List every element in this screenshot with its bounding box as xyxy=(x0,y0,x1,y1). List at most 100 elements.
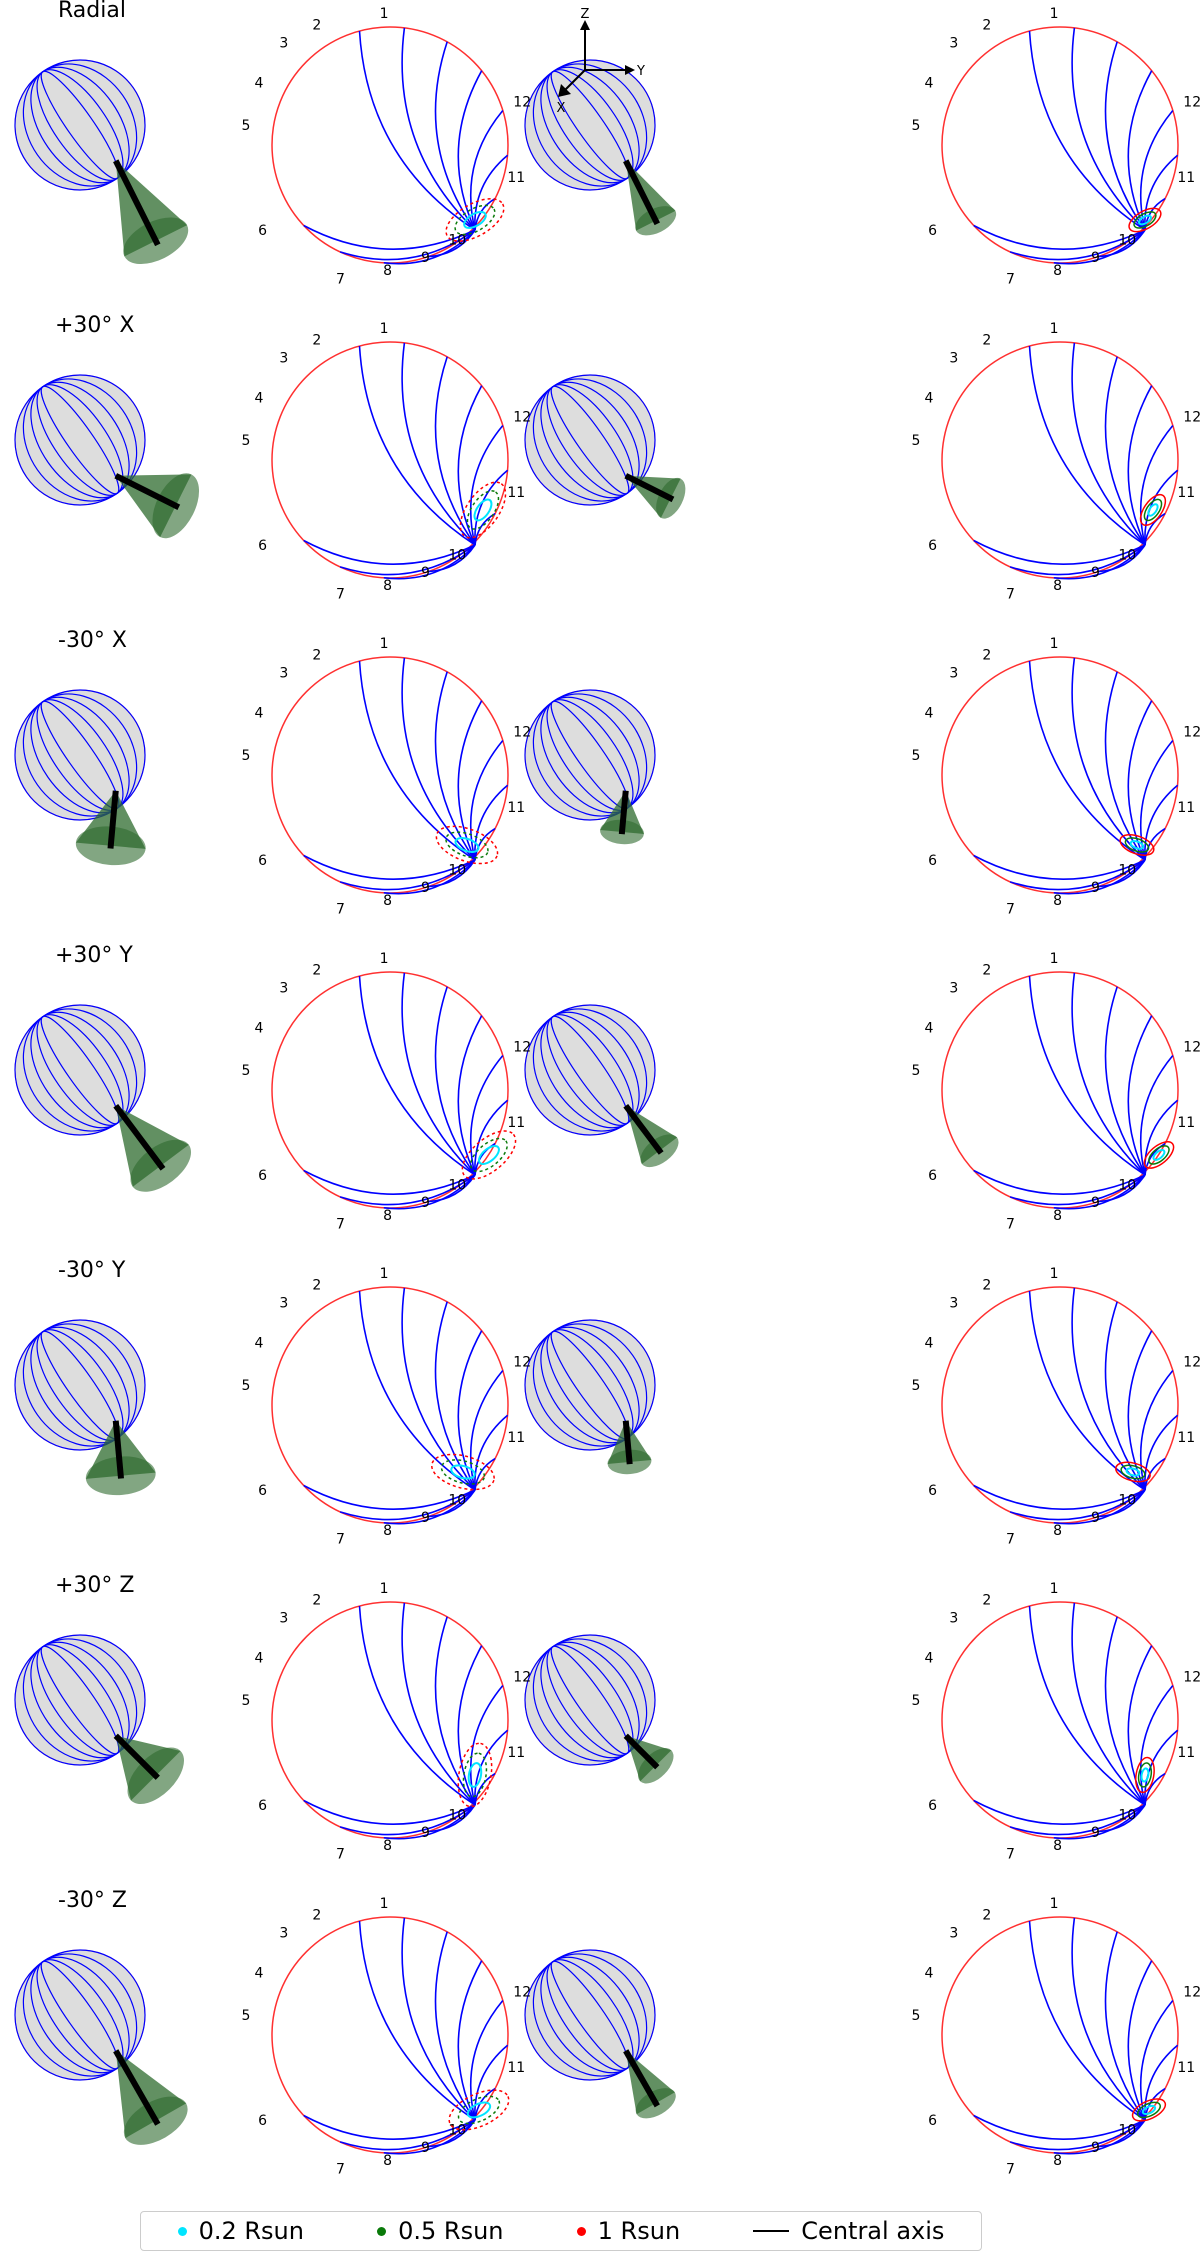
meridian-line xyxy=(1104,1616,1146,1806)
footprint-0.5rsun xyxy=(1136,2101,1161,2119)
footprint-0.5rsun xyxy=(440,1459,486,1485)
meridian-number: 10 xyxy=(1118,1807,1136,1823)
meridian-line xyxy=(358,1920,476,2121)
central-axis-line xyxy=(618,790,629,835)
meridian-number: 3 xyxy=(279,1610,288,1626)
footprint-1rsun xyxy=(1139,493,1167,526)
meridian-line xyxy=(401,972,476,1176)
footprint-1rsun xyxy=(445,198,505,242)
meridian-number: 1 xyxy=(380,636,389,652)
meridian-number: 1 xyxy=(1050,321,1059,337)
meridian-number: 6 xyxy=(258,1798,267,1814)
meridian-number: 12 xyxy=(1183,1354,1200,1370)
meridian-number: 11 xyxy=(1177,485,1195,501)
footprint-0.5rsun xyxy=(457,2095,501,2125)
footprint-0.5rsun xyxy=(1148,1145,1170,1165)
meridian-line xyxy=(469,424,504,546)
meridian-line xyxy=(383,229,476,265)
meridian-number: 3 xyxy=(949,980,958,996)
meridian-line xyxy=(339,229,476,261)
meridian-number: 6 xyxy=(928,1168,937,1184)
meridian-number: 12 xyxy=(1183,94,1200,110)
meridian-number: 2 xyxy=(982,963,991,979)
meridian-number: 12 xyxy=(513,724,531,740)
sphere-3d-view-left xyxy=(14,1004,192,1192)
meridian-line xyxy=(1139,1369,1174,1491)
meridian-line xyxy=(339,1489,476,1521)
meridian-number: 12 xyxy=(513,1669,531,1685)
meridian-number: 4 xyxy=(925,1966,934,1982)
sphere-3d-view-left xyxy=(14,1949,188,2145)
meridian-line xyxy=(339,544,476,576)
meridian-line xyxy=(303,2114,476,2140)
meridian-number: 5 xyxy=(912,118,921,134)
meridian-number: 3 xyxy=(949,1610,958,1626)
meridian-line xyxy=(474,1414,509,1491)
meridian-number: 2 xyxy=(982,1908,991,1924)
meridian-number: 6 xyxy=(928,223,937,239)
meridian-number: 2 xyxy=(982,1278,991,1294)
legend-line-black xyxy=(753,2230,790,2232)
meridian-number: 1 xyxy=(1050,636,1059,652)
meridian-number: 1 xyxy=(380,321,389,337)
meridian-number: 1 xyxy=(380,1266,389,1282)
meridian-line xyxy=(1053,1174,1146,1210)
meridian-number: 12 xyxy=(1183,724,1200,740)
footprint-0.2rsun xyxy=(1152,1149,1166,1161)
meridian-number: 6 xyxy=(258,1168,267,1184)
meridian-number: 12 xyxy=(513,409,531,425)
meridian-number: 3 xyxy=(279,350,288,366)
meridian-line xyxy=(1028,975,1146,1176)
meridian-number: 5 xyxy=(242,433,251,449)
meridian-number: 4 xyxy=(255,1651,264,1667)
row-label: -30° X xyxy=(58,628,127,653)
meridian-number: 9 xyxy=(421,1825,430,1841)
meridian-number: 10 xyxy=(448,547,466,563)
central-axis-line xyxy=(622,1420,633,1465)
footprint-0.5rsun xyxy=(1143,498,1163,522)
meridian-number: 4 xyxy=(925,391,934,407)
meridian-line xyxy=(1139,109,1174,231)
meridian-number: 9 xyxy=(421,1195,430,1211)
meridian-line xyxy=(434,356,476,546)
meridian-number: 9 xyxy=(1091,1195,1100,1211)
meridian-number: 3 xyxy=(949,1295,958,1311)
footprint-0.5rsun xyxy=(454,204,496,236)
meridian-number: 12 xyxy=(513,1039,531,1055)
meridian-number: 4 xyxy=(255,391,264,407)
meridian-number: 10 xyxy=(448,862,466,878)
legend-label: 0.5 Rsun xyxy=(398,2217,504,2245)
meridian-number: 6 xyxy=(258,538,267,554)
meridian-number: 7 xyxy=(336,586,345,602)
meridian-number: 3 xyxy=(279,1925,288,1941)
meridian-line xyxy=(1071,1287,1146,1491)
footprint-1rsun xyxy=(1131,2098,1167,2122)
meridian-line xyxy=(457,1960,483,2121)
meridian-line xyxy=(1127,1645,1153,1806)
footprint-0.5rsun xyxy=(462,1752,488,1798)
z-arrowhead xyxy=(580,20,590,30)
footprint-0.2rsun xyxy=(1147,503,1159,517)
row-label: +30° X xyxy=(55,313,135,338)
meridian-number: 9 xyxy=(1091,2140,1100,2156)
sphere-meridian xyxy=(524,1004,656,1136)
meridian-line xyxy=(1071,972,1146,1176)
sphere-3d-view-right xyxy=(524,1949,676,2119)
meridian-line xyxy=(383,1174,476,1210)
meridian-number: 4 xyxy=(255,706,264,722)
meridian-number: 7 xyxy=(336,271,345,287)
meridian-number: 2 xyxy=(982,18,991,34)
legend: 0.2 Rsun 0.5 Rsun 1 Rsun Central axis xyxy=(140,2211,982,2251)
meridian-number: 8 xyxy=(383,578,392,594)
meridian-number: 4 xyxy=(255,1021,264,1037)
meridian-number: 4 xyxy=(255,76,264,92)
sphere-meridian xyxy=(524,1949,656,2081)
meridian-number: 8 xyxy=(383,263,392,279)
meridian-line xyxy=(1144,1729,1179,1806)
meridian-number: 12 xyxy=(513,94,531,110)
meridian-number: 6 xyxy=(258,2113,267,2129)
legend-item-0.5rsun: 0.5 Rsun xyxy=(377,2217,504,2245)
meridian-number: 7 xyxy=(336,1216,345,1232)
meridian-number: 11 xyxy=(1177,170,1195,186)
